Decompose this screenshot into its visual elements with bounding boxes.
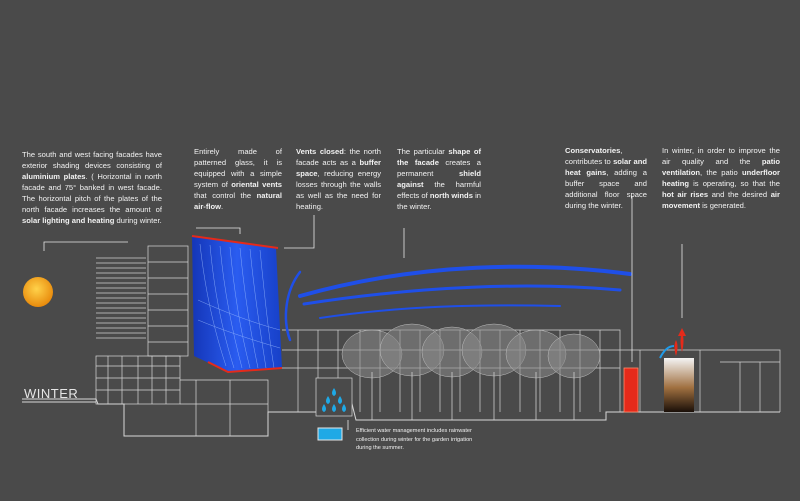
annotation-highlight: hot air rises [662, 190, 709, 199]
annotation-highlight: north winds [429, 191, 473, 200]
annotation-text: , adding a buffer space and additional f… [565, 168, 647, 210]
annotation-highlight: aluminium plates [22, 172, 86, 181]
west-building [95, 245, 269, 436]
annotation-highlight: Vents closed [296, 147, 344, 156]
annotation-patterned-glass: Entirely made of patterned glass, it is … [194, 146, 282, 212]
annotation-highlight: natural air-flow [194, 191, 282, 211]
annotation-text: , the patio [699, 168, 743, 177]
annotation-text: , reducing energy losses through the wal… [296, 169, 381, 211]
annotation-patio-ventilation: In winter, in order to improve the air q… [662, 145, 780, 211]
annotation-text: and the desired [708, 190, 771, 199]
annotation-highlight: underfloor heating [662, 168, 780, 188]
sun-icon [23, 277, 53, 307]
annotation-text: The particular [397, 147, 449, 156]
annotation-text: during winter. [114, 216, 162, 225]
annotation-highlight: solar lighting and heating [22, 216, 115, 225]
annotation-text: is operating, so that the [689, 179, 780, 188]
conservatory-heat [623, 367, 639, 413]
annotation-highlight: patio ventilation [662, 157, 780, 177]
glass-facade [191, 235, 283, 374]
annotation-text: . [221, 202, 224, 211]
annotation-highlight: buffer space [296, 158, 381, 178]
leader-lines [43, 196, 683, 430]
patio-hot-air [659, 328, 694, 412]
annotation-highlight: shape of the facade [397, 147, 481, 167]
annotation-text: creates a permanent [397, 158, 481, 178]
annotation-text: In winter, in order to improve the air q… [662, 146, 780, 166]
annotation-aluminium-plates: The south and west facing facades have e… [22, 149, 162, 226]
sun-rays [50, 276, 132, 310]
water-pool [317, 427, 343, 441]
annotation-text: : the north facade acts as a [296, 147, 381, 167]
water-management-note: Efficient water management includes rain… [356, 428, 473, 451]
annotation-text: , contributes to [565, 146, 623, 166]
annotation-highlight: air movement [662, 190, 780, 210]
north-wind-arrows [284, 264, 632, 342]
annotation-facade-shape: The particular shape of the facade creat… [397, 146, 481, 212]
annotation-highlight: solar and heat gains [565, 157, 647, 177]
annotation-highlight: Conservatories [565, 146, 621, 155]
annotation-text: is generated. [699, 201, 746, 210]
annotation-conservatories: Conservatories, contributes to solar and… [565, 145, 647, 211]
annotation-text: the harmful effects of [397, 180, 481, 200]
annotation-text: Entirely made of patterned glass, it is … [194, 147, 282, 189]
season-label: WINTER [24, 386, 79, 401]
tree-trunks [371, 372, 575, 420]
annotation-highlight: oriental vents [231, 180, 282, 189]
annotation-text: The south and west facing facades have e… [22, 150, 162, 170]
annotation-highlight: shield against [397, 169, 481, 189]
garden-trees [341, 323, 601, 379]
water-drops-icon [322, 388, 346, 412]
annotation-text: in the winter. [397, 191, 481, 211]
annotation-text: . ( Horizontal in north facade and 75° b… [22, 172, 163, 214]
annotation-vents-closed: Vents closed: the north facade acts as a… [296, 146, 381, 212]
annotation-text: that control the [194, 191, 257, 200]
